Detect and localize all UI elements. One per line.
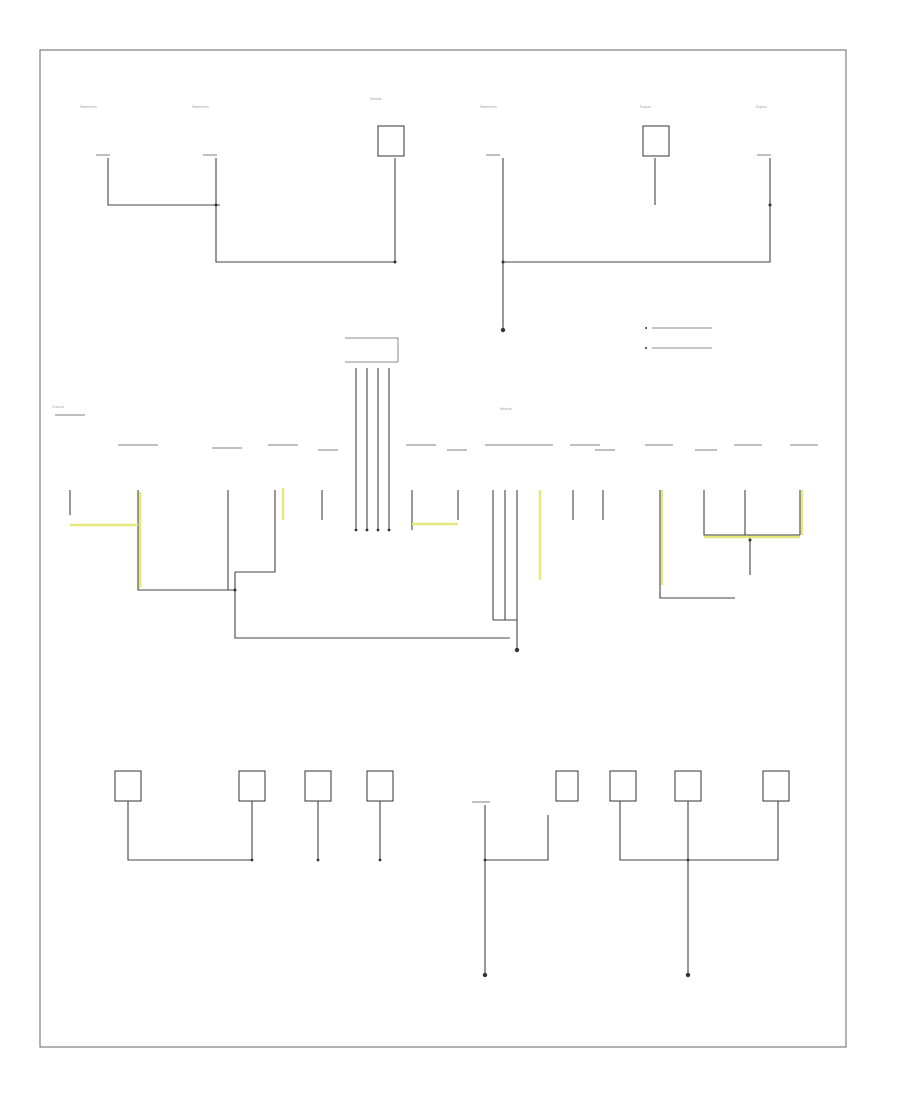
svg-text:Ground: Ground — [52, 405, 64, 409]
component-box — [377, 125, 405, 157]
ground-group-bottom-left — [114, 770, 394, 862]
ground-group-top-left: Powertrain Powertrain Module — [80, 97, 405, 264]
svg-text:Powertrain: Powertrain — [192, 105, 209, 109]
ground-group-bottom-right — [472, 770, 790, 978]
component-box — [674, 770, 702, 802]
svg-text:Powertrain: Powertrain — [80, 105, 97, 109]
component-box — [114, 770, 142, 802]
svg-text:Module: Module — [370, 97, 382, 101]
component-box — [238, 770, 266, 802]
component-box — [609, 770, 637, 802]
legend — [645, 327, 712, 349]
component-box — [762, 770, 790, 802]
svg-text:Engine: Engine — [756, 105, 767, 109]
svg-text:Powertrain: Powertrain — [480, 105, 497, 109]
svg-text:Module: Module — [500, 407, 512, 411]
component-box — [642, 125, 670, 157]
ground-group-top-right: Powertrain Engine Engine — [480, 105, 772, 333]
component-box — [304, 770, 332, 802]
component-box — [555, 770, 579, 802]
ground-group-middle: Ground Module — [52, 337, 818, 653]
component-box — [366, 770, 394, 802]
svg-text:Engine: Engine — [640, 105, 651, 109]
diagram-frame — [39, 49, 847, 1048]
